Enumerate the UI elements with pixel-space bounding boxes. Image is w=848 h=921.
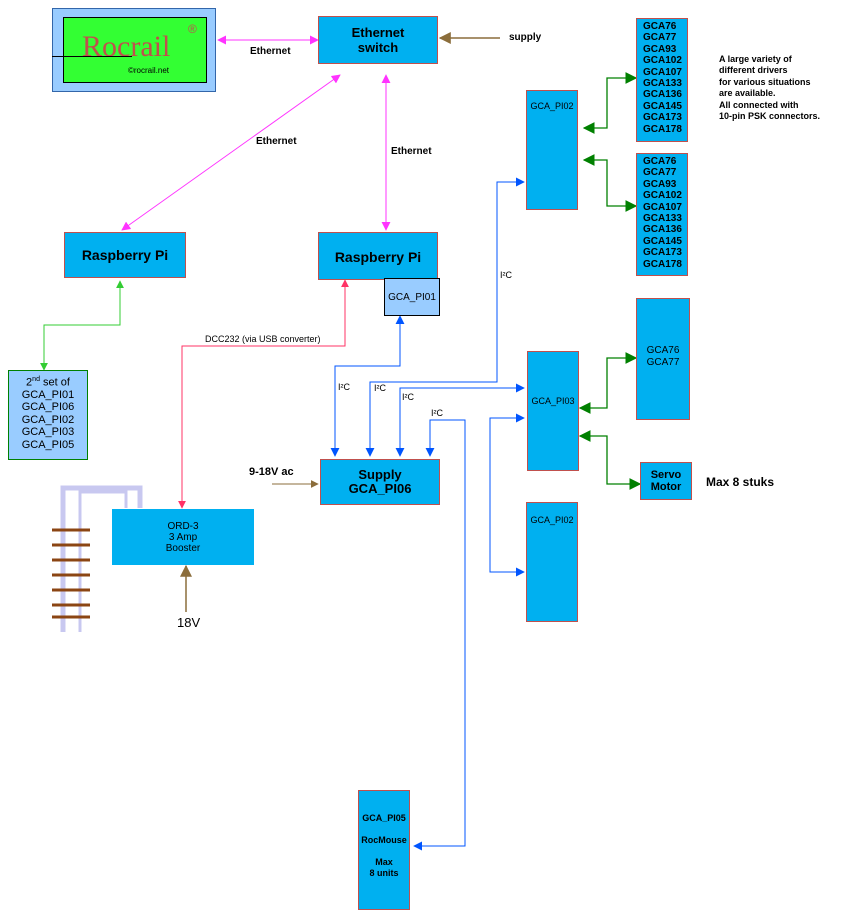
pi03-driver-link bbox=[578, 352, 638, 414]
second-set-item: GCA_PI01 bbox=[21, 389, 75, 402]
second-set-item: GCA_PI05 bbox=[21, 438, 75, 451]
supply-label: supply bbox=[509, 32, 542, 43]
second-set-heading: 2nd set of bbox=[26, 376, 70, 389]
gca-pi05-rocmouse-box: GCA_PI05 RocMouse Max 8 units bbox=[358, 790, 410, 910]
ethernet-switch: Ethernet switch bbox=[318, 16, 438, 64]
track-illustration bbox=[52, 485, 143, 632]
second-set-item: GCA_PI02 bbox=[21, 413, 75, 426]
driver-item: GCA136 bbox=[643, 224, 682, 236]
rocrail-registered-mark: ® bbox=[188, 22, 197, 36]
note-line: A large variety of bbox=[719, 54, 792, 64]
gca76-gca77-box: GCA76 GCA77 bbox=[636, 298, 690, 420]
driver-item: GCA133 bbox=[643, 213, 682, 225]
dcc232-link bbox=[178, 279, 349, 509]
note-line: All connected with bbox=[719, 99, 799, 110]
ethernet-switch-line2: switch bbox=[357, 40, 399, 55]
driver-item: GCA76 bbox=[643, 156, 677, 167]
i2c-label-5: I²C bbox=[431, 408, 443, 418]
driver-list-bottom: GCA76 GCA77 GCA93 GCA102 GCA107 GCA133 G… bbox=[636, 153, 688, 276]
pi02-driver-link-bottom bbox=[582, 154, 638, 212]
pi02-driver-link-top bbox=[582, 72, 638, 134]
rocrail-url: ©rocrail.net bbox=[128, 66, 170, 75]
ethernet-switch-line1: Ethernet bbox=[351, 25, 405, 40]
servo-line2: Motor bbox=[650, 481, 682, 493]
driver-item: GCA76 bbox=[643, 21, 677, 32]
note-line: for various situations bbox=[719, 76, 811, 87]
booster-line3: Booster bbox=[165, 542, 201, 554]
servo-motor-box: Servo Motor bbox=[640, 462, 692, 500]
driver-item: GCA178 bbox=[643, 258, 682, 270]
driver-item: GCA93 bbox=[643, 43, 677, 55]
rocrail-logo: Rocrail ® ©rocrail.net bbox=[52, 8, 216, 92]
raspberry-pi-right-label: Raspberry Pi bbox=[334, 249, 422, 265]
driver-item: GCA102 bbox=[643, 190, 682, 202]
ethernet-label-left: Ethernet bbox=[256, 136, 297, 147]
v18-label: 18V bbox=[177, 615, 201, 630]
i2c-supply-to-pi05 bbox=[413, 419, 466, 851]
driver-item: GCA107 bbox=[643, 66, 682, 78]
driver-item: GCA173 bbox=[643, 112, 682, 124]
raspberry-pi-left: Raspberry Pi bbox=[64, 232, 186, 278]
driver-item: GCA93 bbox=[643, 178, 677, 190]
gca-pi05-line1: GCA_PI05 bbox=[362, 813, 406, 823]
driver-list-top: GCA76 GCA77 GCA93 GCA102 GCA107 GCA133 G… bbox=[636, 18, 688, 142]
note-line: different drivers bbox=[719, 65, 788, 76]
second-set-item: GCA_PI03 bbox=[21, 426, 75, 439]
booster-line2: 3 Amp bbox=[168, 531, 198, 543]
driver-item: GCA136 bbox=[643, 89, 682, 101]
raspberry-pi-right: Raspberry Pi bbox=[318, 232, 438, 280]
supply-gca-pi06-box: Supply GCA_PI06 bbox=[320, 459, 440, 505]
second-set-box: 2nd set of GCA_PI01 GCA_PI06 GCA_PI02 GC… bbox=[8, 370, 88, 460]
second-set-item: GCA_PI06 bbox=[21, 401, 75, 414]
ac-supply-label: 9-18V ac bbox=[249, 466, 294, 478]
i2c-supply-to-pi02-top bbox=[365, 177, 525, 457]
pi03-servo-link bbox=[578, 430, 642, 490]
supply-box-line1: Supply bbox=[358, 467, 402, 482]
gca-pi05-line2: RocMouse bbox=[361, 835, 407, 845]
rocrail-logo-text: Rocrail bbox=[82, 30, 171, 63]
ethernet-label-top: Ethernet bbox=[250, 46, 291, 57]
rpi-left-second-set-link bbox=[40, 280, 124, 371]
gca-pi01-label: GCA_PI01 bbox=[388, 291, 436, 303]
i2c-label-4: I²C bbox=[402, 392, 414, 402]
drivers-note: A large variety of different drivers for… bbox=[719, 54, 820, 122]
driver-item: GCA77 bbox=[643, 167, 677, 179]
i2c-label-2: I²C bbox=[338, 382, 350, 392]
driver-item: GCA77 bbox=[643, 32, 677, 44]
ord3-booster-box: ORD-3 3 Amp Booster bbox=[112, 509, 254, 565]
gca-pi02-bottom-label: GCA_PI02 bbox=[530, 515, 574, 525]
gca-pi02-top-label: GCA_PI02 bbox=[530, 101, 574, 111]
i2c-pi03-to-pi02-bottom bbox=[489, 413, 525, 577]
note-line: 10-pin PSK connectors. bbox=[719, 111, 821, 122]
driver-item: GCA102 bbox=[643, 55, 682, 67]
gca-pi01-box: GCA_PI01 bbox=[384, 278, 440, 316]
gca-pi03-box: GCA_PI03 bbox=[527, 351, 579, 471]
driver-item: GCA173 bbox=[643, 247, 682, 259]
driver-item: GCA145 bbox=[643, 100, 682, 112]
supply-box-line2: GCA_PI06 bbox=[348, 481, 412, 496]
driver-item: GCA76 bbox=[646, 345, 680, 356]
dcc232-label: DCC232 (via USB converter) bbox=[205, 334, 321, 344]
ethernet-label-right: Ethernet bbox=[391, 146, 432, 157]
raspberry-pi-left-label: Raspberry Pi bbox=[81, 247, 169, 263]
i2c-label-1: I²C bbox=[500, 270, 512, 280]
gca-pi02-top-box: GCA_PI02 bbox=[526, 90, 578, 210]
booster-line1: ORD-3 bbox=[167, 520, 199, 532]
driver-item: GCA77 bbox=[646, 357, 680, 368]
gca-pi03-label: GCA_PI03 bbox=[531, 396, 575, 406]
ethernet-link-rpi-left bbox=[121, 74, 341, 231]
gca-pi05-line4: 8 units bbox=[369, 868, 399, 878]
note-line: are available. bbox=[719, 88, 776, 99]
gca-pi05-line3: Max bbox=[375, 857, 393, 867]
gca-pi02-bottom-box: GCA_PI02 bbox=[526, 502, 578, 622]
driver-item: GCA145 bbox=[643, 235, 682, 247]
max-8-stuks-label: Max 8 stuks bbox=[706, 475, 775, 489]
servo-line1: Servo bbox=[650, 469, 682, 481]
driver-item: GCA107 bbox=[643, 201, 682, 213]
i2c-supply-to-pi03 bbox=[395, 383, 525, 457]
driver-item: GCA178 bbox=[643, 123, 682, 135]
i2c-label-3: I²C bbox=[374, 383, 386, 393]
driver-item: GCA133 bbox=[643, 78, 682, 90]
